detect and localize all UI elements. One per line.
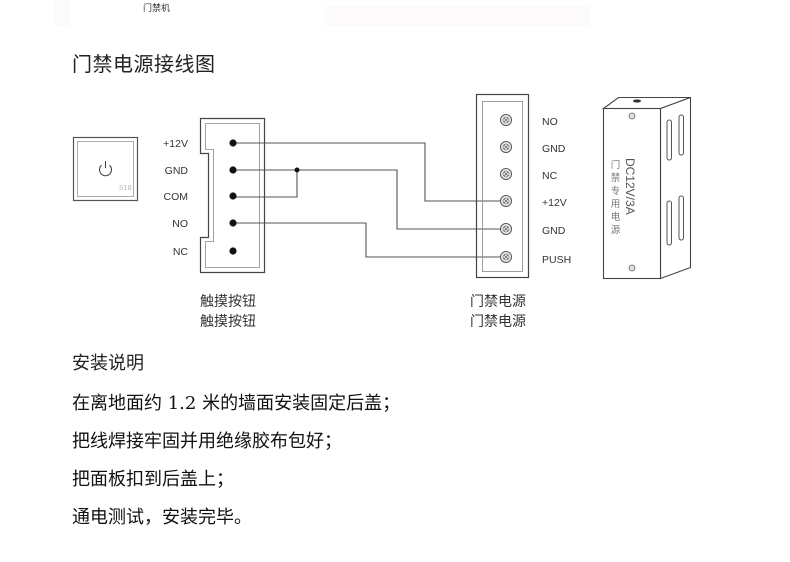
terminal-screws — [500, 114, 512, 263]
wires — [233, 142, 506, 258]
wire-gnd — [233, 169, 506, 230]
terminal-label-no: NO — [542, 116, 558, 128]
terminal-label-gnd-1: GND — [542, 143, 566, 155]
terminal-label-12v: +12V — [542, 197, 567, 209]
pin-gnd — [229, 166, 237, 174]
pin-label-com: COM — [164, 191, 189, 203]
terminal-screw — [500, 114, 512, 126]
psu-rating: DC12V/3A — [623, 158, 637, 215]
button-connector-labels: +12V GND COM NO NC — [163, 138, 188, 258]
diagram-title: 门禁电源接线图 — [72, 52, 216, 76]
touch-button-panel: S18 — [72, 136, 139, 202]
terminal-label-push: PUSH — [542, 254, 571, 266]
wire-12v — [233, 142, 506, 202]
terminal-labels: NO GND NC +12V GND PUSH — [542, 116, 571, 266]
wire-com — [233, 170, 298, 198]
psu-label: 门禁专用电源 — [611, 159, 622, 236]
model-mark: S18 — [119, 184, 132, 192]
terminal-label-nc: NC — [542, 170, 558, 182]
pin-12v — [229, 139, 237, 147]
button-connector-pins — [229, 139, 237, 255]
wire-no — [233, 222, 506, 258]
pin-com — [229, 192, 237, 200]
top-strip-bar — [324, 6, 590, 26]
pin-label-gnd: GND — [165, 165, 189, 177]
terminal-screw — [500, 195, 512, 207]
instruction-step-2: 把线焊接牢固并用绝缘胶布包好； — [72, 431, 342, 452]
terminal-screw — [500, 168, 512, 180]
pin-label-nc: NC — [173, 246, 189, 258]
instruction-step-4: 通电测试，安装完毕。 — [72, 507, 252, 528]
pin-label-12v: +12V — [163, 138, 188, 150]
power-supply-box — [601, 96, 692, 280]
pin-label-no: NO — [172, 218, 188, 230]
terminal-screw — [500, 141, 512, 153]
top-strip-label: 门禁机 — [143, 4, 171, 14]
terminal-screw — [500, 251, 512, 263]
power-terminal-block — [475, 93, 530, 279]
pin-no — [229, 219, 237, 227]
pin-nc — [229, 247, 237, 255]
touch-button-caption-1: 触摸按钮 — [200, 294, 256, 310]
power-caption-1: 门禁电源 — [470, 294, 526, 310]
power-caption-2: 门禁电源 — [470, 314, 526, 330]
instructions-title: 安装说明 — [72, 353, 144, 374]
instruction-step-1: 在离地面约 1.2 米的墙面安装固定后盖； — [72, 393, 401, 414]
wire-junction — [294, 167, 300, 173]
terminal-label-gnd-2: GND — [542, 225, 566, 237]
top-strip-image-placeholder — [53, 0, 69, 26]
terminal-screw — [500, 223, 512, 235]
touch-button-caption-2: 触摸按钮 — [200, 314, 256, 330]
power-icon — [98, 161, 113, 177]
instruction-step-3: 把面板扣到后盖上； — [72, 469, 234, 490]
